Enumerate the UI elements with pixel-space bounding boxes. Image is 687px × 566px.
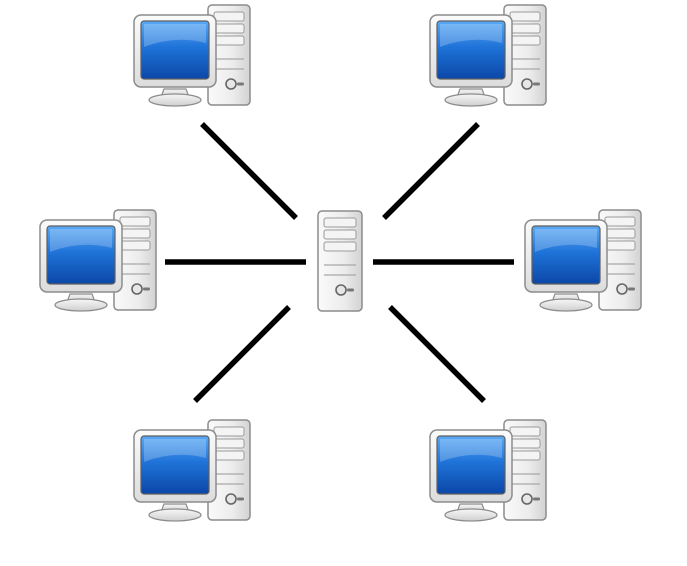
- link-bottom-right: [388, 305, 486, 403]
- desktop-computer-icon: [429, 419, 547, 522]
- link-bottom-left: [193, 305, 291, 403]
- desktop-computer-icon: [133, 419, 251, 522]
- server-tower-icon: [317, 210, 363, 312]
- network-links: [165, 122, 514, 403]
- desktop-computer-icon: [39, 209, 157, 312]
- desktop-computer-icon: [524, 209, 642, 312]
- link-top-left: [200, 122, 298, 220]
- desktop-computer-icon: [133, 4, 251, 107]
- desktop-computer-icon: [429, 4, 547, 107]
- link-top-right: [382, 122, 480, 220]
